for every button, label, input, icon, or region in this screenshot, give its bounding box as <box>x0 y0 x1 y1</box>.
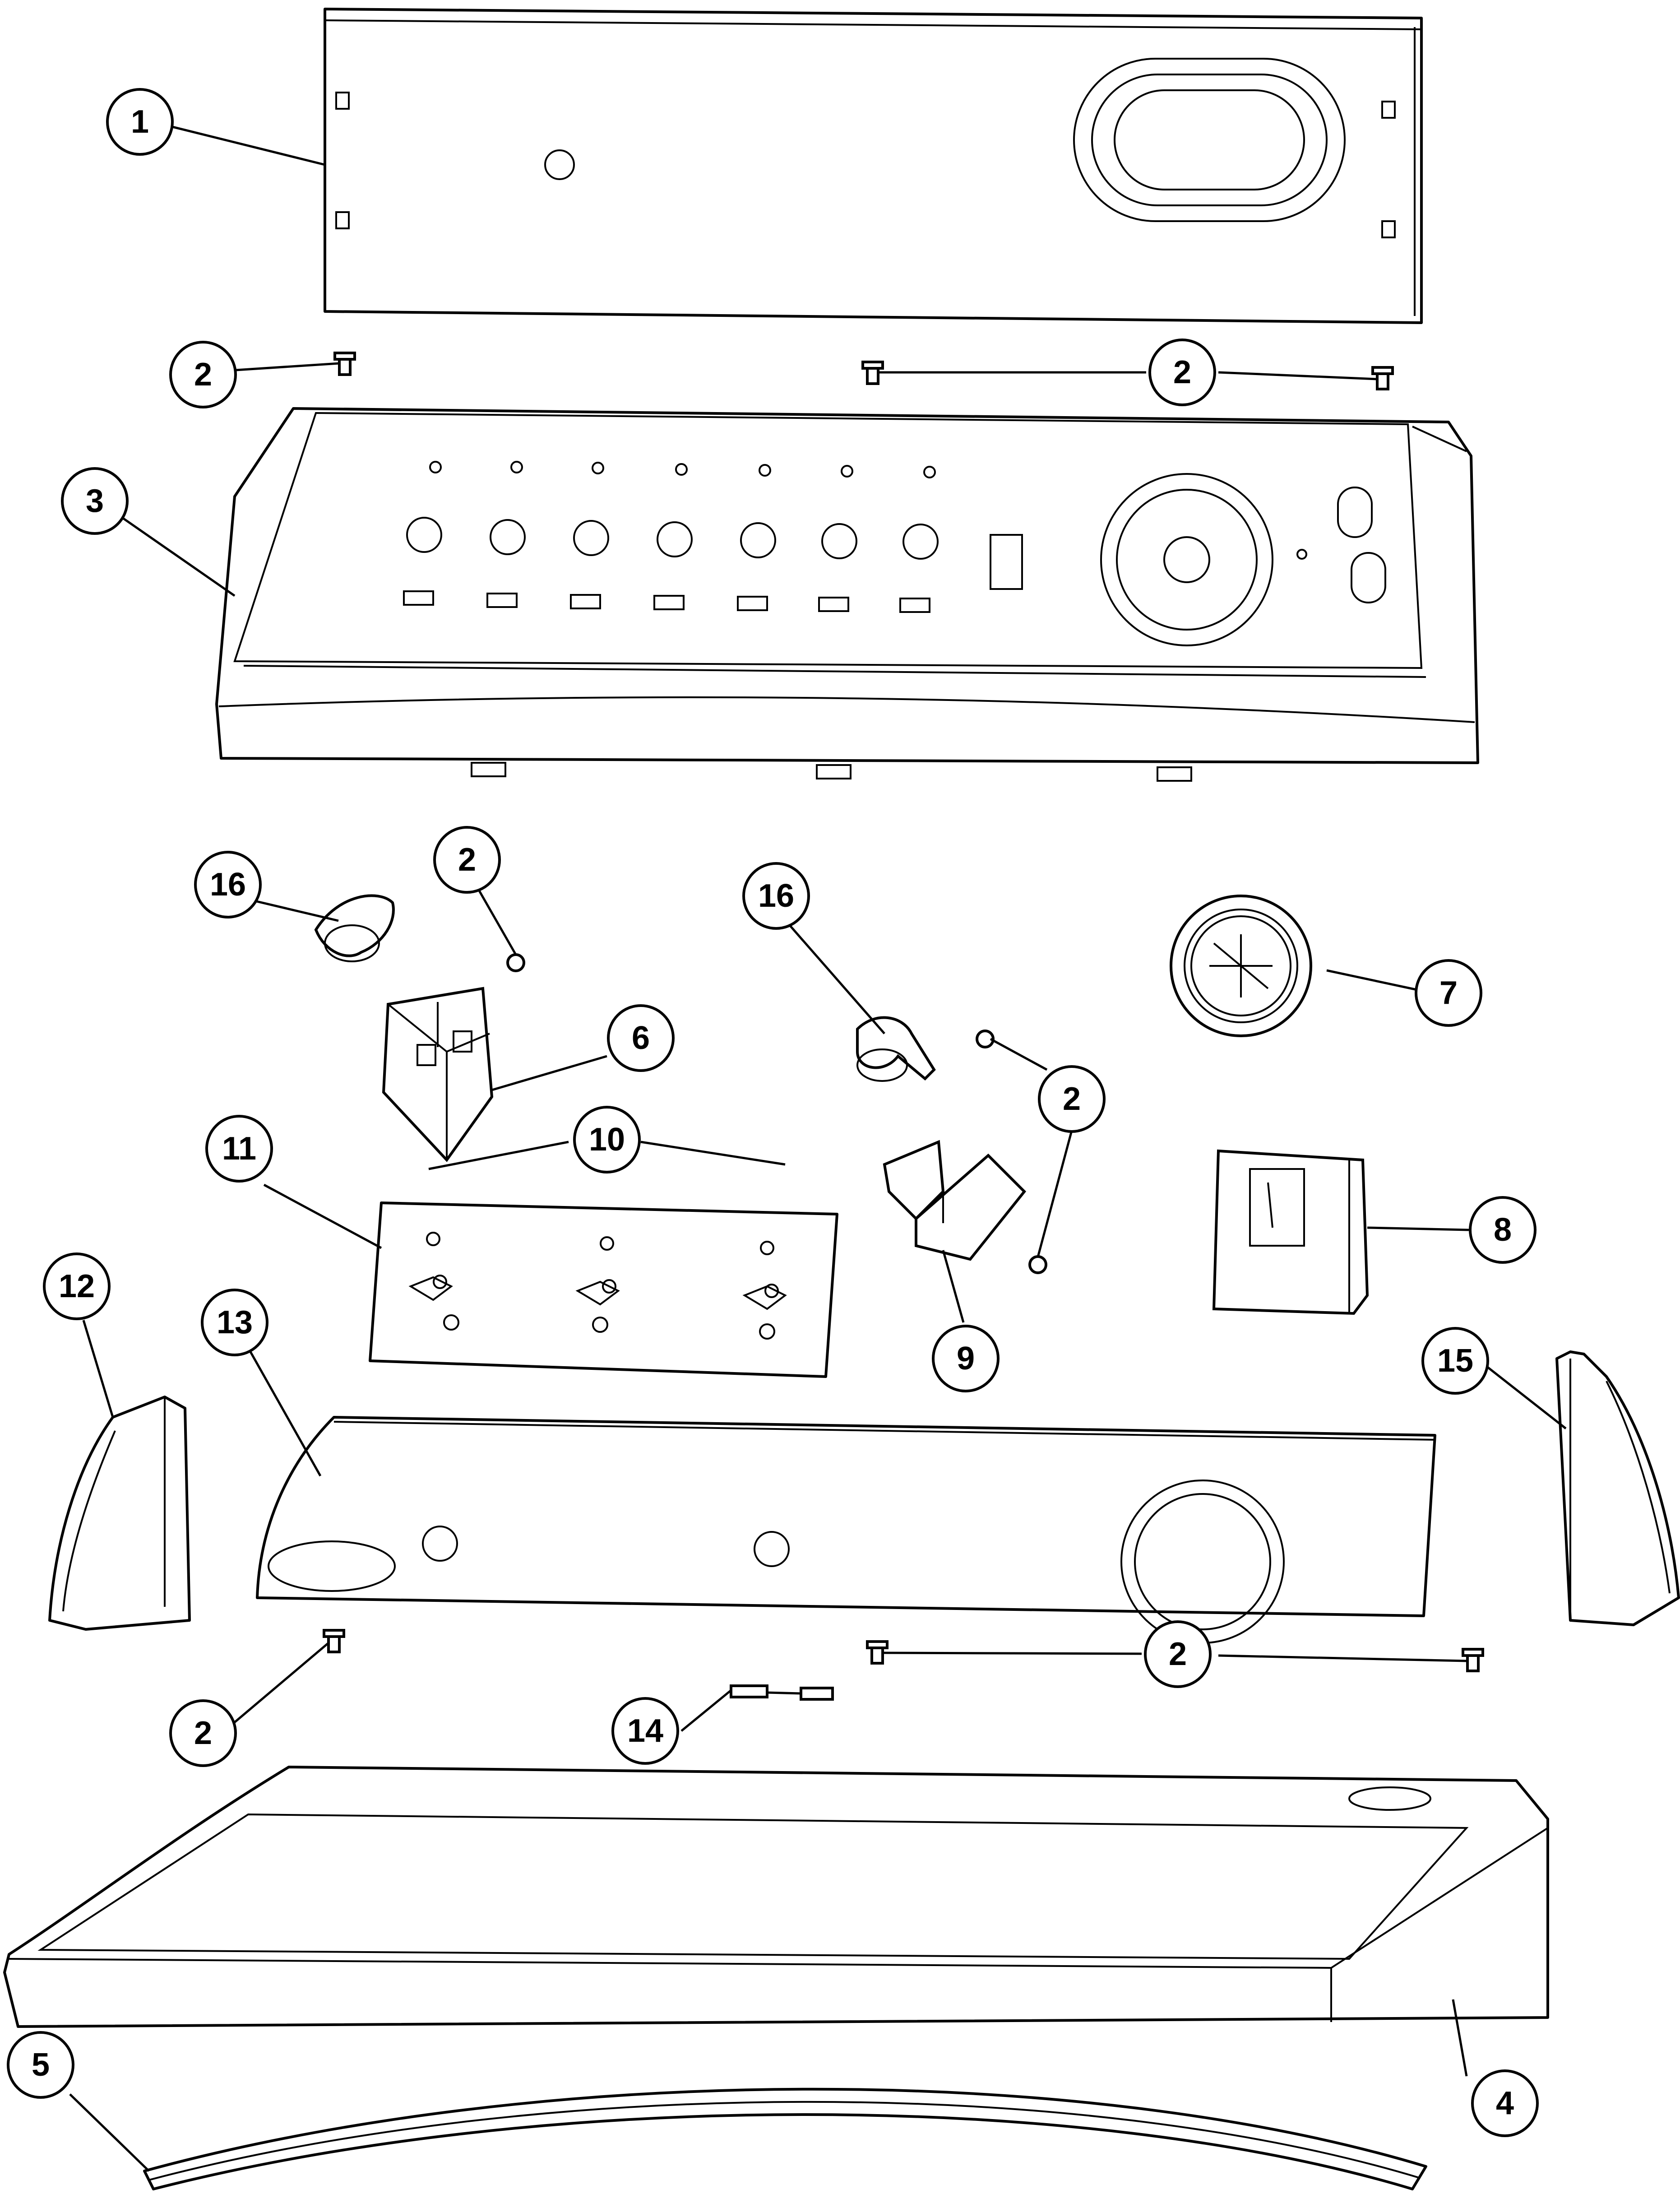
callout-11: 11 <box>205 1115 273 1183</box>
svg-text:2: 2 <box>1063 1081 1081 1117</box>
part-front-panel <box>256 1416 1436 1644</box>
part-switch <box>382 987 494 1162</box>
svg-text:3: 3 <box>86 483 104 519</box>
part-main-top <box>3 1766 1549 2028</box>
svg-text:4: 4 <box>1496 2085 1514 2121</box>
callout-2b: 2 <box>1148 339 1216 406</box>
callout-10: 10 <box>573 1106 641 1174</box>
svg-text:5: 5 <box>32 2047 50 2083</box>
svg-text:11: 11 <box>222 1131 256 1167</box>
svg-text:7: 7 <box>1439 975 1458 1011</box>
svg-text:13: 13 <box>217 1304 253 1341</box>
svg-text:10: 10 <box>589 1122 625 1158</box>
svg-text:8: 8 <box>1494 1212 1512 1248</box>
svg-text:2: 2 <box>458 842 476 878</box>
callout-12: 12 <box>43 1252 111 1320</box>
svg-text:16: 16 <box>210 867 246 903</box>
callout-16b: 16 <box>742 862 810 930</box>
callout-2d: 2 <box>1038 1065 1106 1133</box>
svg-text:16: 16 <box>758 878 794 914</box>
callout-4: 4 <box>1471 2069 1539 2137</box>
svg-text:2: 2 <box>194 1715 212 1751</box>
part-knob-left <box>314 894 395 962</box>
callout-13: 13 <box>201 1289 268 1356</box>
callout-2f: 2 <box>1144 1620 1212 1688</box>
callout-2c: 2 <box>433 826 501 894</box>
callout-5: 5 <box>7 2031 74 2099</box>
svg-text:15: 15 <box>1437 1343 1473 1379</box>
svg-text:12: 12 <box>59 1268 95 1304</box>
callout-14: 14 <box>611 1697 679 1765</box>
callout-15: 15 <box>1421 1327 1489 1395</box>
callout-9: 9 <box>932 1325 1000 1392</box>
svg-text:2: 2 <box>1169 1636 1187 1672</box>
part-control-board <box>369 1201 838 1378</box>
svg-text:2: 2 <box>194 357 212 393</box>
callout-8: 8 <box>1469 1196 1537 1264</box>
part-bracket <box>883 1140 1027 1261</box>
leader-lines <box>69 125 1567 2172</box>
callout-3: 3 <box>61 467 129 535</box>
svg-text:6: 6 <box>632 1020 650 1056</box>
part-right-end-cap <box>1555 1350 1680 1626</box>
part-gasket <box>143 2087 1427 2190</box>
part-left-end-cap <box>48 1396 191 1631</box>
callout-1: 1 <box>106 88 174 156</box>
callout-6: 6 <box>607 1004 675 1072</box>
svg-text:2: 2 <box>1173 354 1191 390</box>
part-rear-panel <box>324 8 1423 324</box>
svg-text:1: 1 <box>131 104 149 140</box>
callout-2e: 2 <box>169 1699 237 1767</box>
part-console <box>215 407 1479 782</box>
callout-2a: 2 <box>169 341 237 408</box>
part-module-box <box>1212 1149 1369 1315</box>
part-screws <box>323 352 1484 1672</box>
svg-text:14: 14 <box>627 1713 663 1749</box>
callout-16a: 16 <box>194 851 262 918</box>
callout-7: 7 <box>1415 959 1482 1027</box>
part-timer-dial <box>1170 895 1312 1037</box>
svg-text:9: 9 <box>957 1341 975 1377</box>
part-knob-right <box>856 1016 936 1082</box>
